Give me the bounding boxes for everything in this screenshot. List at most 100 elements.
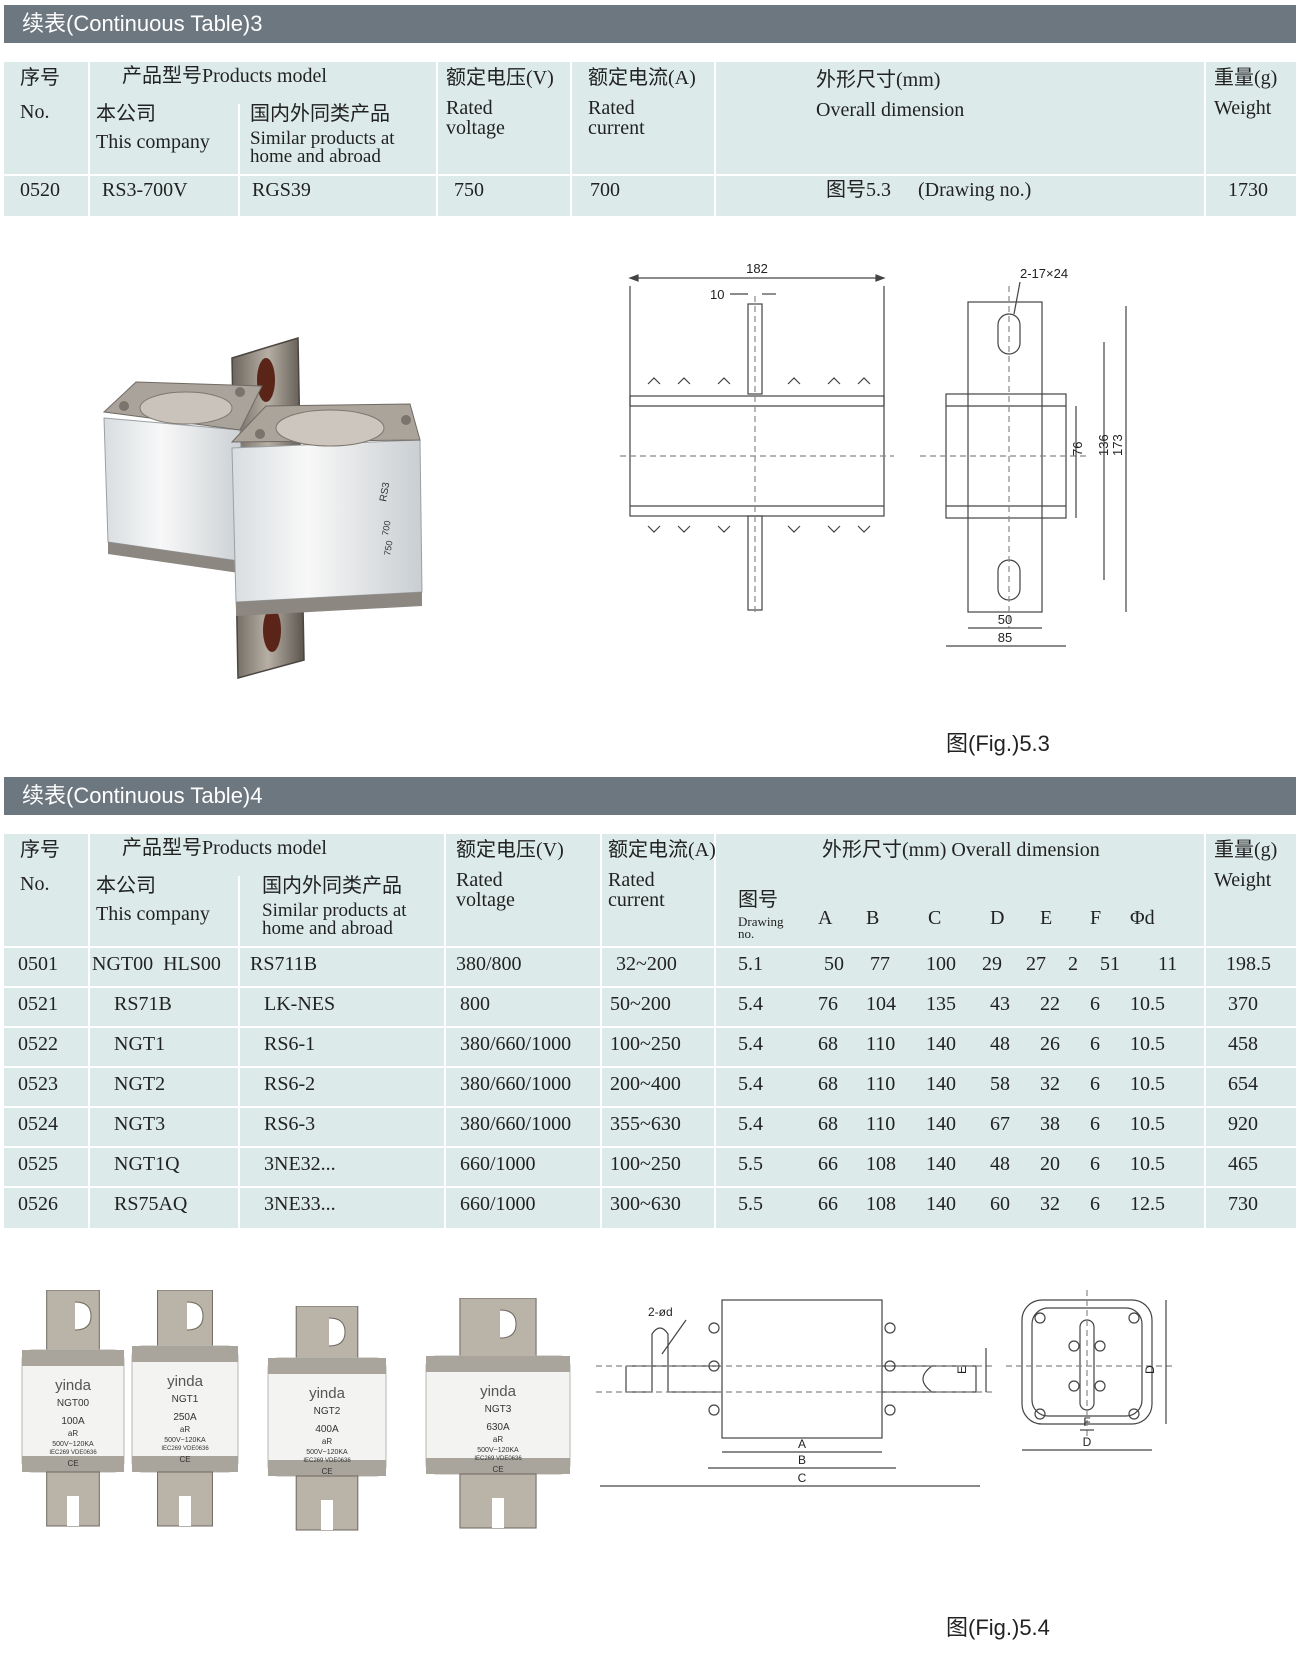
row-0526-b: 108 xyxy=(866,1193,896,1215)
header-voltage-cn: 额定电压(V) xyxy=(446,67,554,89)
row-0522-phid: 10.5 xyxy=(1130,1033,1165,1055)
row-0521-voltage: 800 xyxy=(460,993,490,1015)
row-0520-weight: 1730 xyxy=(1228,179,1268,201)
rs3-fuse-photo: RS3 700 750 xyxy=(102,336,423,679)
fig53-caption: 图(Fig.)5.3 xyxy=(946,731,1050,756)
t4-header-weight-cn: 重量(g) xyxy=(1214,839,1278,861)
t4-header-drawing-en1: Drawing xyxy=(738,914,784,929)
header-similar-en1: Similar products at xyxy=(250,128,395,149)
dim-c: C xyxy=(798,1471,807,1485)
row-0520-drawing: 图号5.3 xyxy=(826,179,891,201)
fuse-4-brand: yinda xyxy=(480,1383,517,1400)
header-weight-cn: 重量(g) xyxy=(1214,67,1278,89)
row-0521-drawing: 5.4 xyxy=(738,993,763,1015)
t4-header-a: A xyxy=(818,907,833,929)
row-0526-phid: 12.5 xyxy=(1130,1193,1165,1215)
fuse-1-model: NGT00 xyxy=(57,1398,90,1409)
fuse-1-mark: CE xyxy=(67,1459,78,1468)
row-0525-no: 0525 xyxy=(18,1153,58,1175)
fuse-2-model: NGT1 xyxy=(172,1394,199,1405)
row-0524-model: NGT3 xyxy=(114,1113,166,1135)
row-0520-model: RS3-700V xyxy=(102,179,188,201)
row-0525-b: 108 xyxy=(866,1153,896,1175)
row-0525-f: 6 xyxy=(1090,1153,1100,1175)
row-0525-drawing: 5.5 xyxy=(738,1153,763,1175)
t4-header-no-cn: 序号 xyxy=(20,839,60,861)
row-0522-d: 48 xyxy=(990,1033,1010,1055)
t4-header-phid: Φd xyxy=(1130,907,1155,929)
row-0524-similar: RS6-3 xyxy=(264,1113,316,1135)
fuse-4-model: NGT3 xyxy=(485,1404,512,1415)
t4-header-current-en2: current xyxy=(608,889,665,911)
row-0501-similar: RS711B xyxy=(250,953,318,975)
row-0520-drawing-en: (Drawing no.) xyxy=(918,179,1032,201)
header-current-cn: 额定电流(A) xyxy=(588,67,696,89)
row-0522-f: 6 xyxy=(1090,1033,1100,1055)
table4-title: 续表(Continuous Table)4 xyxy=(4,777,1296,815)
fuse-2-current: 250A xyxy=(173,1412,197,1423)
row-0524-no: 0524 xyxy=(18,1113,58,1135)
row-0520-no: 0520 xyxy=(20,179,60,201)
dim-d-vertical: D xyxy=(1143,1365,1157,1374)
dim-182: 182 xyxy=(746,261,768,276)
row-0522-c: 140 xyxy=(926,1033,956,1055)
row-0501-model: NGT00 HLS00 xyxy=(92,953,221,975)
row-0501-d: 29 xyxy=(982,953,1002,975)
dim-hole: 2-ød xyxy=(648,1305,673,1319)
row-0525-similar: 3NE32... xyxy=(264,1153,336,1175)
row-0521-a: 76 xyxy=(818,993,838,1015)
t4-header-voltage-cn: 额定电压(V) xyxy=(456,839,564,861)
row-0522-model: NGT1 xyxy=(114,1033,166,1055)
fuse-2-rating: 500V~120KA xyxy=(164,1437,206,1444)
fig54-drawing: 2-ød E A B C D F D xyxy=(596,1290,1176,1487)
row-0522-e: 26 xyxy=(1040,1033,1060,1055)
fuse-4-std: IEC269 VDE0636 xyxy=(474,1456,522,1462)
row-0524-b: 110 xyxy=(866,1113,896,1135)
t4-header-b: B xyxy=(866,907,880,929)
t4-header-similar-en2: home and abroad xyxy=(262,918,393,939)
header-voltage-en1: Rated xyxy=(446,97,493,119)
t4-header-drawing-cn: 图号 xyxy=(738,889,778,911)
dim-f: F xyxy=(1083,1415,1090,1429)
row-0525-c: 140 xyxy=(926,1153,956,1175)
row-0521-similar: LK-NES xyxy=(264,993,336,1015)
dim-10: 10 xyxy=(710,287,724,302)
fig54-caption: 图(Fig.)5.4 xyxy=(946,1615,1050,1640)
t4-header-company-cn: 本公司 xyxy=(96,875,156,897)
row-0501-b: 77 xyxy=(870,953,890,975)
fuse-2-type: aR xyxy=(180,1425,190,1434)
row-0524-c: 140 xyxy=(926,1113,956,1135)
row-0525-phid: 10.5 xyxy=(1130,1153,1165,1175)
t4-header-d: D xyxy=(990,907,1005,929)
row-0523-b: 110 xyxy=(866,1073,896,1095)
row-0523-phid: 10.5 xyxy=(1130,1073,1165,1095)
row-0501-f: 2 xyxy=(1068,953,1078,975)
row-0524-current: 355~630 xyxy=(610,1113,681,1135)
dim-136: 136 xyxy=(1096,434,1111,456)
t4-header-weight-en: Weight xyxy=(1214,869,1272,891)
row-0523-drawing: 5.4 xyxy=(738,1073,763,1095)
row-0526-model: RS75AQ xyxy=(114,1193,188,1215)
row-0526-no: 0526 xyxy=(18,1193,58,1215)
row-0522-b: 110 xyxy=(866,1033,896,1055)
header-similar-cn: 国内外同类产品 xyxy=(250,103,390,125)
row-0524-d: 67 xyxy=(990,1113,1010,1135)
dim-d-horizontal: D xyxy=(1083,1435,1092,1449)
table4: 序号 No. 产品型号Products model 本公司 This compa… xyxy=(4,834,1296,1228)
row-0501-drawing: 5.1 xyxy=(738,953,763,975)
header-company-cn: 本公司 xyxy=(96,103,156,125)
table3-title: 续表(Continuous Table)3 xyxy=(4,5,1296,43)
dim-76: 76 xyxy=(1070,442,1085,456)
row-0522-no: 0522 xyxy=(18,1033,58,1055)
dim-b: B xyxy=(798,1453,806,1467)
photo-label-current: 700 xyxy=(380,520,392,537)
row-0523-voltage: 380/660/1000 xyxy=(460,1073,572,1095)
row-0521-f: 6 xyxy=(1090,993,1100,1015)
header-no-cn: 序号 xyxy=(20,67,60,89)
t4-header-similar-cn: 国内外同类产品 xyxy=(262,875,402,897)
row-0523-a: 68 xyxy=(818,1073,838,1095)
